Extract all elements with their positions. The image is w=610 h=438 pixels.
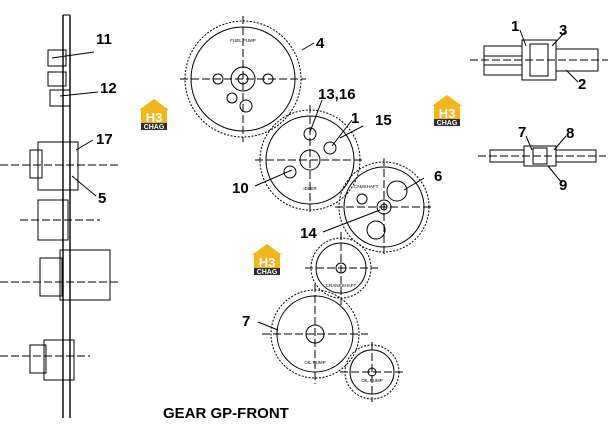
oil-pump-label: OIL PUMP [361,378,382,383]
callout-r1: 1 [511,18,519,35]
callout-r9: 9 [559,177,567,194]
callout-5: 5 [98,190,106,207]
svg-text:CHAG: CHAG [437,120,458,127]
side-view-assembly [0,14,120,418]
section-view-oil-pump-drive [478,145,606,167]
callout-4: 4 [316,35,325,52]
svg-text:CHAG: CHAG [257,269,278,276]
svg-text:H3: H3 [259,255,276,270]
callout-1: 1 [351,110,359,127]
fuel-pump-label: FUEL PUMP [230,38,256,43]
leader-lines [71,29,579,331]
fuel-pump-gear [180,16,306,142]
idler-gear [255,105,365,215]
svg-text:CHAG: CHAG [144,124,165,131]
camshaft-gear [335,158,434,256]
section-view-idler [470,39,608,81]
crankshaft-gear [305,232,378,305]
callout-12: 12 [100,80,117,97]
callout-13-16: 13,16 [318,86,356,103]
callout-11: 11 [96,31,112,48]
oil-pump-gear [340,342,404,402]
callout-6: 6 [434,168,442,185]
callout-r7: 7 [518,124,526,141]
brand-logo: H3 CHAG [139,99,169,131]
camshaft-label: CAMSHAFT [354,184,379,189]
svg-text:H3: H3 [146,110,163,125]
crankshaft-label: CRANKSHAFT [326,283,357,288]
svg-text:H3: H3 [439,106,456,121]
oil-pump-drive-gear [262,284,368,384]
callout-r8: 8 [566,125,574,142]
brand-logo: H3 CHAG [432,95,462,127]
idler-label: IDLER [303,186,317,191]
callout-14: 14 [300,225,317,242]
callout-r2: 2 [578,76,586,93]
callout-7: 7 [242,313,250,330]
callout-17: 17 [96,131,113,148]
diagram-caption: GEAR GP-FRONT [163,405,289,422]
oil-pump-drive-label: OIL PUMP [304,360,325,365]
callout-r3: 3 [559,22,567,39]
callout-15: 15 [375,112,392,129]
callout-10: 10 [232,180,249,197]
brand-logo: H3 CHAG [252,244,282,276]
